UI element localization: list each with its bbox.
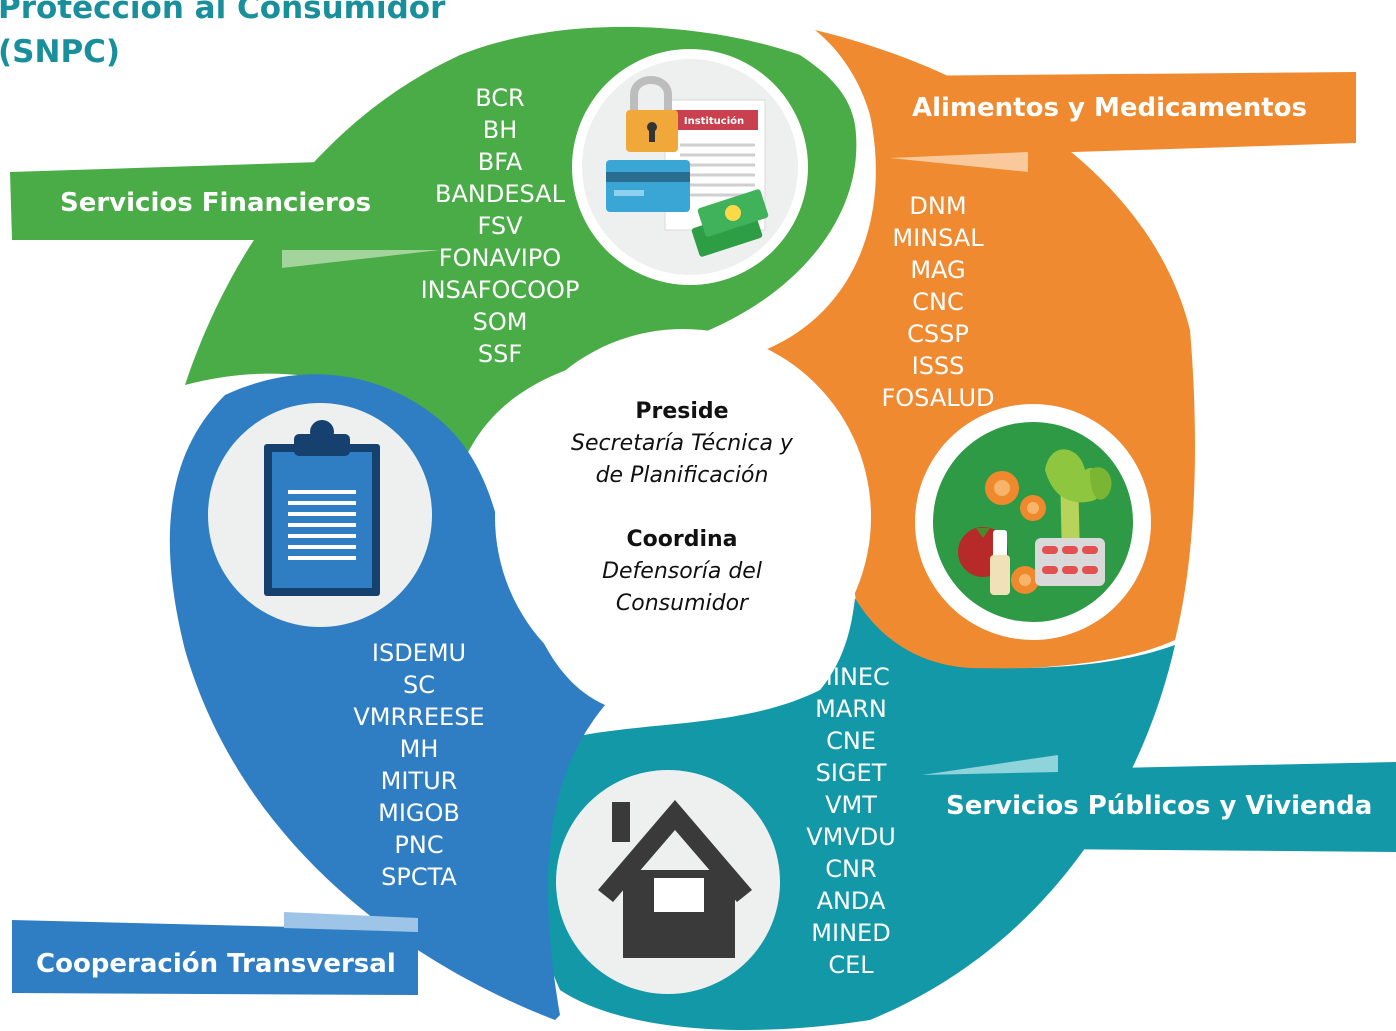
list-item: ISSS <box>911 352 965 380</box>
list-item: MH <box>399 735 439 763</box>
transversal-banner-tail <box>284 912 418 932</box>
list-item: FSV <box>477 212 523 240</box>
list-item: MITUR <box>380 767 458 795</box>
list-item: CEL <box>828 951 874 979</box>
list-item: BANDESAL <box>435 180 565 208</box>
lock-card-money-icon: Institución <box>572 49 808 285</box>
food-institutions-list: DNM MINSAL MAG CNC CSSP ISSS FOSALUD <box>818 190 1058 414</box>
financial-banner-label: Servicios Financieros <box>60 188 372 218</box>
list-item: VMVDU <box>806 823 896 851</box>
list-item: MARN <box>815 695 887 723</box>
public-banner-tail <box>922 755 1058 775</box>
list-item: MAG <box>910 256 966 284</box>
center-preside-block: Preside Secretaría Técnica y de Planific… <box>540 396 824 492</box>
financial-banner <box>10 158 455 240</box>
preside-line-2: de Planificación <box>595 463 769 488</box>
food-banner <box>888 72 1356 158</box>
list-item: SPCTA <box>381 863 457 891</box>
list-item: VMT <box>825 791 877 819</box>
list-item: SOM <box>472 308 528 336</box>
page-title: Protección al Consumidor (SNPC) <box>0 0 445 74</box>
financial-banner-tail <box>282 250 440 268</box>
clipboard-icon <box>208 403 432 627</box>
public-banner <box>930 762 1396 852</box>
food-banner-tail <box>890 152 1028 172</box>
list-item: MINED <box>811 919 891 947</box>
list-item: BH <box>482 116 518 144</box>
title-line-2: (SNPC) <box>0 34 121 70</box>
financial-institutions-list: BCR BH BFA BANDESAL FSV FONAVIPO INSAFOC… <box>380 82 620 370</box>
list-item: MINSAL <box>892 224 984 252</box>
food-banner-label: Alimentos y Medicamentos <box>912 93 1307 123</box>
list-item: VMRREESE <box>353 703 485 731</box>
list-item: SSF <box>477 340 523 368</box>
list-item: CNC <box>912 288 964 316</box>
transversal-banner <box>12 920 418 995</box>
preside-heading: Preside <box>635 399 729 424</box>
list-item: CSSP <box>907 320 969 348</box>
center-coordina-block: Coordina Defensoría del Consumidor <box>540 524 824 620</box>
list-item: BCR <box>475 84 525 112</box>
title-line-1: Protección al Consumidor <box>0 0 446 26</box>
list-item: FONAVIPO <box>438 244 562 272</box>
transversal-banner-label: Cooperación Transversal <box>36 949 396 979</box>
list-item: SIGET <box>815 759 887 787</box>
list-item: SC <box>403 671 435 699</box>
list-item: FOSALUD <box>881 384 995 412</box>
list-item: PNC <box>394 831 444 859</box>
coordina-line-1: Defensoría del <box>602 559 762 584</box>
document-label: Institución <box>684 115 744 127</box>
list-item: INSAFOCOOP <box>420 276 580 304</box>
list-item: BFA <box>477 148 523 176</box>
preside-line-1: Secretaría Técnica y <box>571 431 793 456</box>
list-item: MIGOB <box>378 799 460 827</box>
list-item: MINEC <box>812 663 890 691</box>
house-icon <box>556 770 780 994</box>
list-item: ANDA <box>816 887 886 915</box>
coordina-line-2: Consumidor <box>615 591 749 616</box>
food-medicine-icon <box>915 404 1151 640</box>
public-institutions-list: MINEC MARN CNE SIGET VMT VMVDU CNR ANDA … <box>731 661 971 981</box>
list-item: ISDEMU <box>371 639 467 667</box>
list-item: CNR <box>825 855 877 883</box>
list-item: DNM <box>909 192 967 220</box>
public-banner-label: Servicios Públicos y Vivienda <box>946 791 1373 821</box>
coordina-heading: Coordina <box>626 527 738 552</box>
transversal-institutions-list: ISDEMU SC VMRREESE MH MITUR MIGOB PNC SP… <box>299 637 539 893</box>
center-circle <box>495 329 871 705</box>
list-item: CNE <box>826 727 876 755</box>
